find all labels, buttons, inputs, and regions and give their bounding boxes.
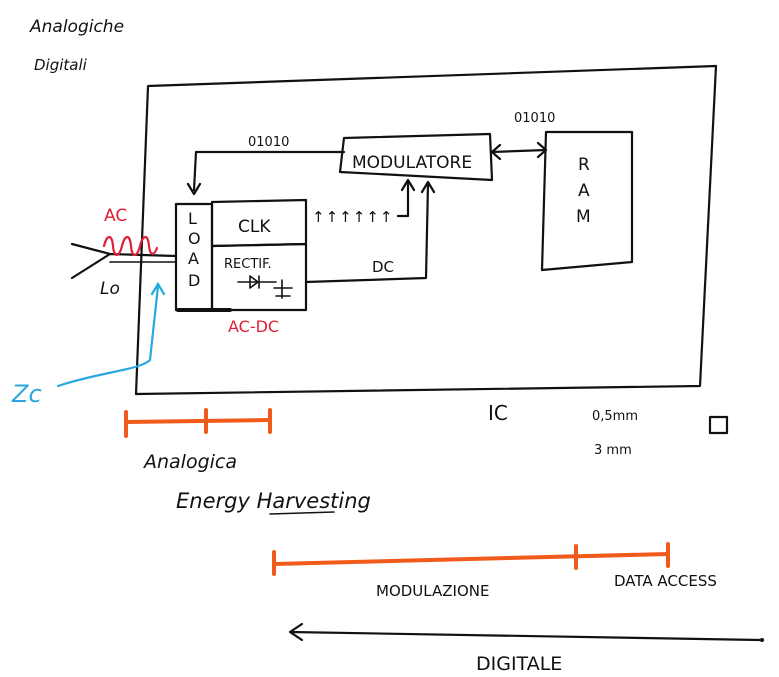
load-letter: A (188, 249, 199, 268)
digital-range-bar (272, 542, 670, 576)
modulator-to-load-line (186, 150, 346, 196)
modulator-ram-arrow (490, 141, 548, 161)
size-label-1: 0,5mm (592, 409, 638, 424)
rectifier-block (210, 242, 308, 312)
ac-label: AC (104, 206, 127, 226)
clk-label: CLK (238, 217, 271, 237)
lo-label: Lo (100, 279, 120, 299)
antenna-icon (70, 242, 178, 280)
load-letter: D (188, 271, 200, 290)
load-letter: L (188, 209, 197, 228)
ac-dc-label: AC-DC (228, 317, 279, 336)
modulator-block (338, 132, 494, 182)
analog-range-bar (124, 408, 272, 438)
arrow-tail-dot (760, 638, 764, 642)
ram-letter: R (578, 155, 590, 175)
load-letter: O (188, 229, 201, 248)
diode-icon (237, 275, 277, 289)
dc-label: DC (372, 258, 394, 276)
bits-left-label: 01010 (248, 135, 289, 150)
zc-label: Zc (11, 380, 42, 408)
digital-label: DIGITALE (476, 653, 562, 675)
modulation-label: MODULAZIONE (376, 582, 489, 600)
size-label-2: 3 mm (594, 443, 632, 458)
ram-letter: A (578, 181, 590, 201)
clk-to-modulator-line (396, 178, 416, 218)
chip-square-icon (708, 415, 729, 435)
analog-label: Analogica (142, 451, 237, 473)
note-digital: Digitali (34, 56, 88, 74)
ic-outline (134, 64, 718, 396)
note-analog: Analogiche (29, 17, 124, 37)
clock-pulses: ↑↑↑↑↑↑ (312, 208, 393, 226)
bits-right-label: 01010 (514, 111, 555, 126)
capacitor-icon (273, 279, 293, 299)
ram-label: R A M (576, 155, 591, 227)
harvesting-underline (269, 511, 335, 515)
load-label: L O A D (188, 209, 201, 290)
ic-label: IC (488, 401, 508, 425)
ram-block (540, 130, 634, 272)
modulator-label: MODULATORE (352, 153, 472, 173)
data-access-label: DATA ACCESS (614, 572, 717, 590)
digital-arrow (288, 622, 762, 642)
ac-wave-icon (102, 235, 159, 257)
zc-arrow (56, 281, 166, 388)
energy-harvesting-label: Energy Harvesting (176, 489, 371, 513)
dc-line (304, 180, 436, 284)
ram-letter: M (576, 207, 591, 227)
rectifier-label: RECTIF. (224, 257, 272, 272)
